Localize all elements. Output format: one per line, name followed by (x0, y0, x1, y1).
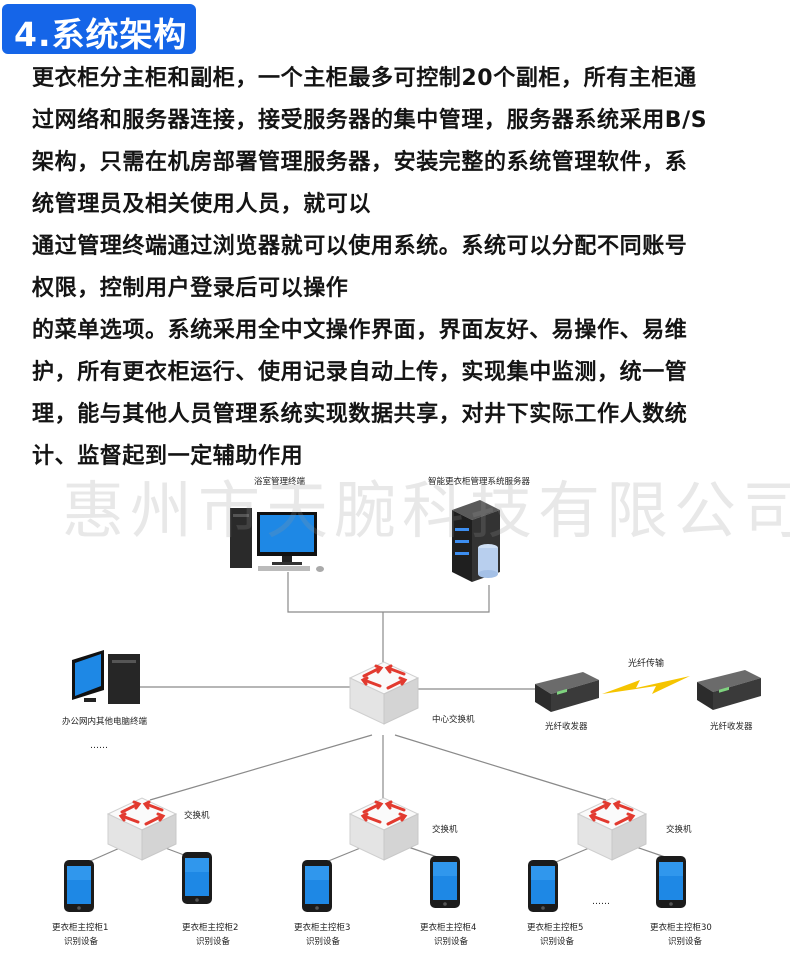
fiber-label: 光纤传输 (628, 657, 664, 669)
top-link (287, 572, 490, 613)
server-label: 智能更衣柜管理系统服务器 (428, 476, 531, 487)
fiber-transceiver-left-icon (535, 672, 599, 712)
device-5-label: 更衣柜主控柜5 (527, 922, 583, 933)
paragraph-line: 理，能与其他人员管理系统实现数据共享，对井下实际工作人数统 (32, 402, 688, 427)
bath-terminal-computer-icon (230, 508, 324, 572)
device-2-label: 更衣柜主控柜2 (182, 922, 238, 933)
switch-icon-1 (106, 796, 178, 862)
link-switch-1 (149, 734, 373, 801)
section-title: 4.系统架构 (14, 15, 188, 54)
server-icon (452, 500, 500, 582)
switch-label-2: 交换机 (432, 824, 458, 835)
office-pc-label: 办公网内其他电脑终端 (62, 716, 148, 727)
paragraph-line: 过网络和服务器连接，接受服务器的集中管理，服务器系统采用B/S (32, 108, 708, 133)
switch-icon-2 (348, 796, 420, 862)
fiber-transceiver-right-label: 光纤收发器 (710, 721, 753, 732)
bath-terminal-label: 浴室管理终端 (254, 476, 306, 487)
center-switch-label: 中心交换机 (432, 714, 475, 725)
fiber-transceiver-left-label: 光纤收发器 (545, 721, 588, 732)
paragraph-line: 的菜单选项。系统采用全中文操作界面，界面友好、易操作、易维 (32, 318, 688, 343)
device-3-label: 更衣柜主控柜3 (294, 922, 350, 933)
switch-label-3: 交换机 (666, 824, 692, 835)
device-1-label: 更衣柜主控柜1 (52, 922, 108, 933)
device-4-sublabel: 识别设备 (434, 936, 469, 947)
device-1-icon (64, 860, 94, 912)
device-3-sublabel: 识别设备 (306, 936, 341, 947)
company-watermark: 惠州市天腕科技有限公司 (62, 474, 790, 547)
device-3-icon (302, 860, 332, 912)
fiber-transceiver-right-icon (697, 670, 761, 710)
device-30-label: 更衣柜主控柜30 (650, 922, 712, 933)
device-30-icon (656, 856, 686, 908)
device-5-sublabel: 识别设备 (540, 936, 575, 947)
paragraph-line: 权限，控制用户登录后可以操作 (32, 276, 349, 301)
device-2-sublabel: 识别设备 (196, 936, 231, 947)
paragraph-line: 统管理员及相关使用人员，就可以 (32, 192, 372, 217)
device-2-icon (182, 852, 212, 904)
device-4-icon (430, 856, 460, 908)
paragraph-line: 计、监督起到一定辅助作用 (32, 444, 304, 469)
paragraph-line: 通过管理终端通过浏览器就可以使用系统。系统可以分配不同账号 (32, 234, 688, 259)
device-1-sublabel: 识别设备 (64, 936, 99, 947)
paragraph-line: 护，所有更衣柜运行、使用记录自动上传，实现集中监测，统一管 (32, 360, 688, 385)
section-title-badge: 4.系统架构 (2, 4, 196, 54)
device-30-sublabel: 识别设备 (668, 936, 703, 947)
switch-label-1: 交换机 (184, 810, 210, 821)
switch-icon-3 (576, 796, 648, 862)
center-switch-icon (348, 660, 420, 726)
device-5-icon (528, 860, 558, 912)
devices-ellipsis: …… (592, 897, 610, 907)
device-4-label: 更衣柜主控柜4 (420, 922, 476, 933)
paragraph-line: 架构，只需在机房部署管理服务器，安装完整的系统管理软件，系 (32, 150, 688, 175)
office-ellipsis: …… (90, 741, 108, 751)
link-switch-3 (394, 734, 607, 801)
office-pc-icon (72, 650, 140, 704)
paragraph-line: 更衣柜分主柜和副柜，一个主柜最多可控制20个副柜，所有主柜通 (32, 66, 697, 91)
fiber-lightning-icon (602, 676, 690, 694)
